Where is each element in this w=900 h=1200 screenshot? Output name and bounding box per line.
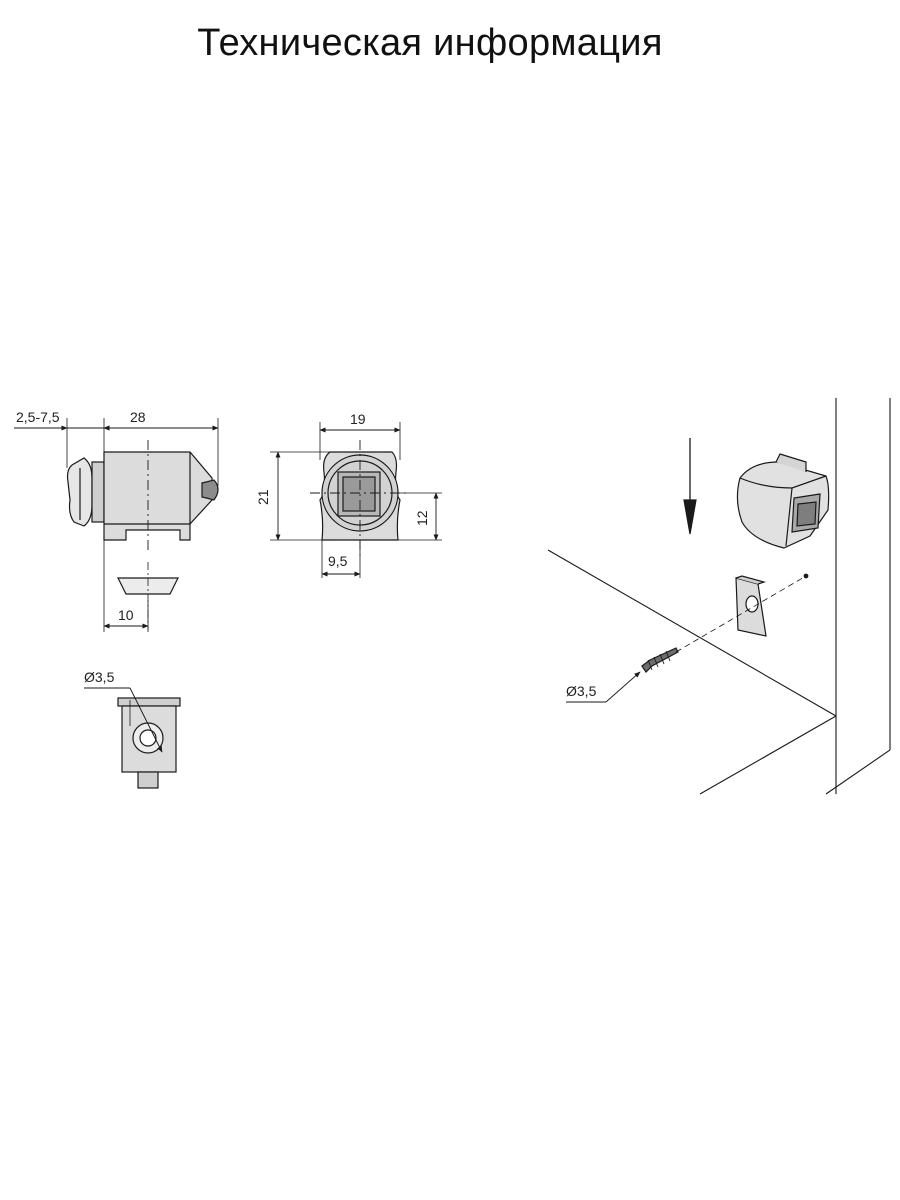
dim-width-label: 19 [350, 411, 366, 427]
collar-shape [91, 461, 105, 523]
installation-view [547, 398, 891, 795]
plate-view [84, 687, 181, 789]
screw-icon [641, 647, 679, 673]
plate-tab-shape [137, 771, 159, 789]
down-arrow-icon [683, 438, 697, 535]
dim-center-width-label: 9,5 [328, 553, 348, 569]
dim-height-label: 21 [255, 489, 271, 505]
page-title: Техническая информация [197, 22, 663, 64]
pin-shape [201, 479, 219, 501]
dim-length-label: 28 [130, 409, 146, 425]
side-view [14, 418, 219, 632]
strike-plate-icon [735, 575, 767, 637]
hole-inner-shape [139, 729, 157, 747]
dim-hole-label: Ø3,5 [84, 669, 115, 685]
latch-body-shape [103, 451, 213, 541]
plate-top-shape [117, 697, 181, 707]
dim-center-height-label: 12 [414, 510, 430, 526]
latch-icon [736, 453, 830, 549]
dim-screw-label: Ø3,5 [566, 683, 597, 699]
front-view [270, 422, 442, 578]
dim-strike-label: 10 [118, 607, 134, 623]
dim-offset-label: 2,5-7,5 [16, 409, 60, 425]
